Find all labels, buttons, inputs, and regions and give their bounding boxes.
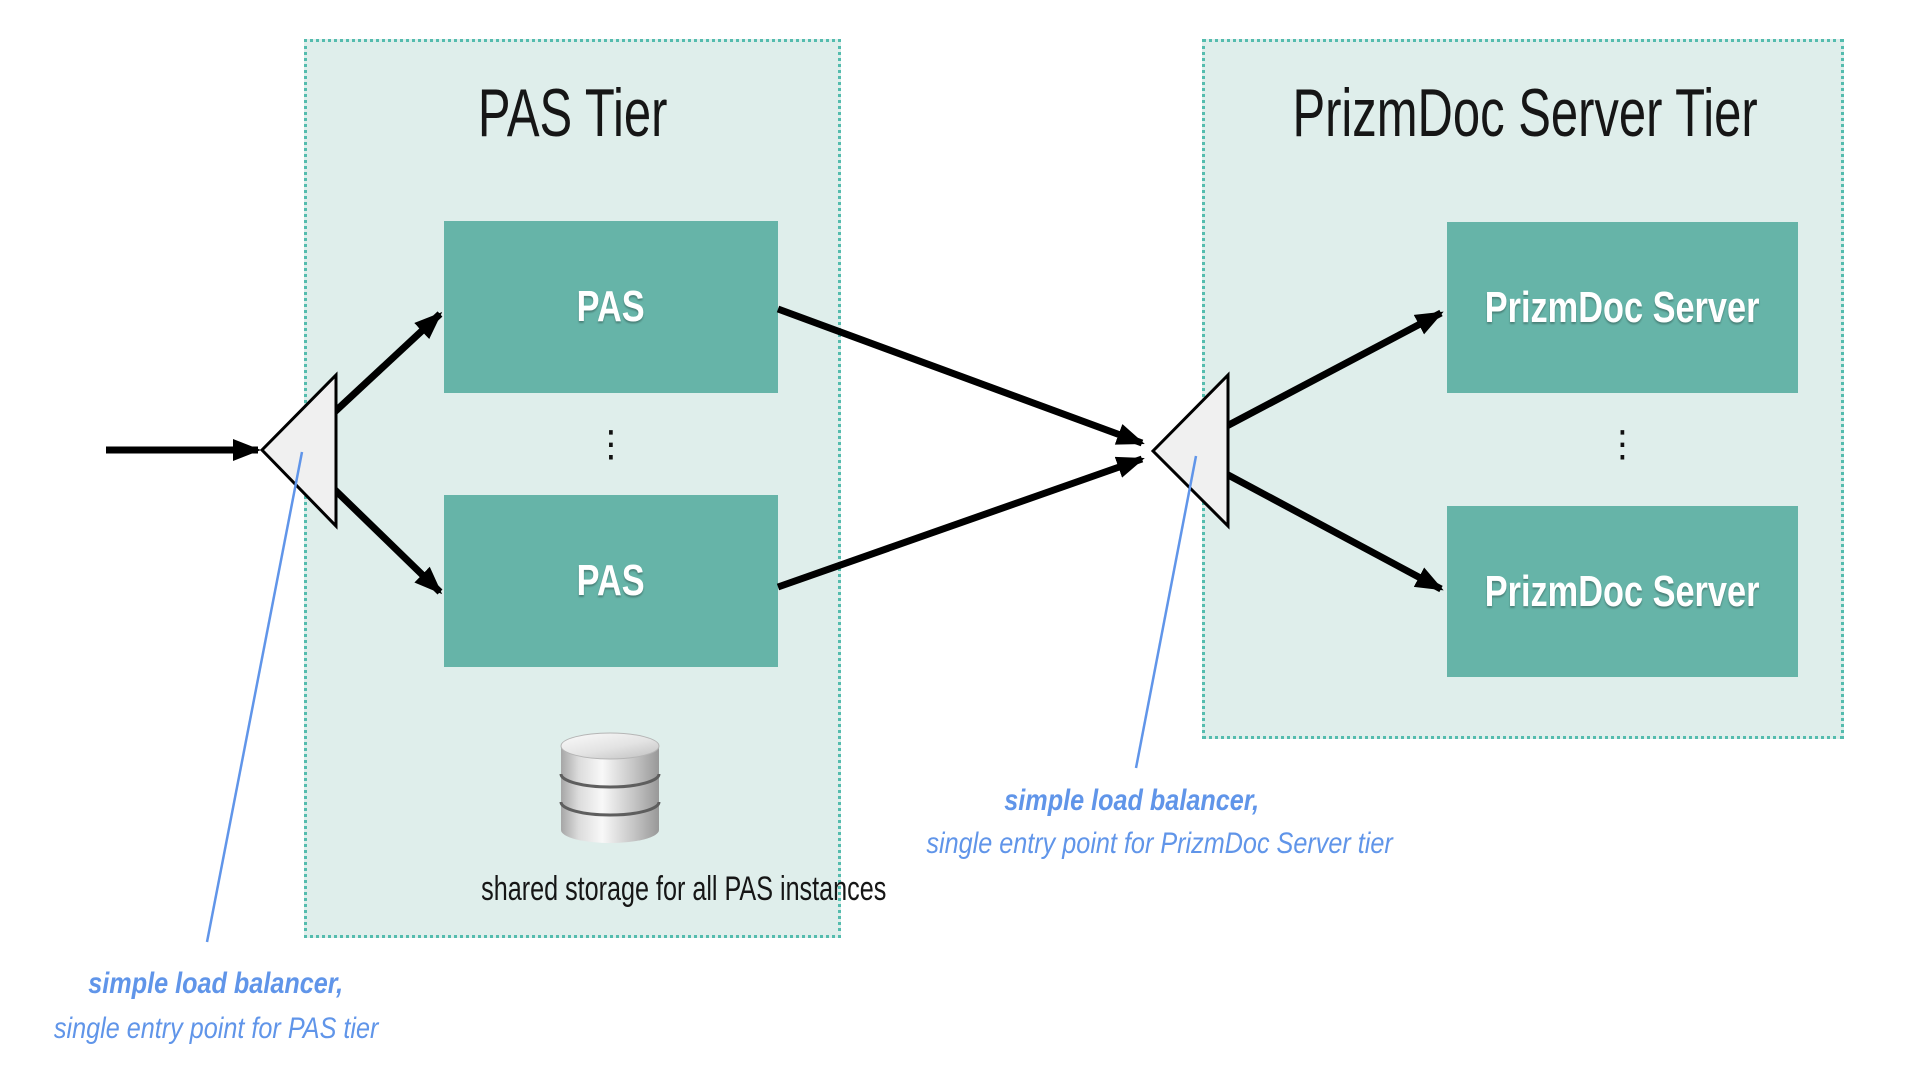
left-annotation-line2: single entry point for PAS tier xyxy=(53,1012,379,1045)
pas-node-1: PAS xyxy=(444,221,778,393)
right-annotation-line1: simple load balancer, xyxy=(1004,784,1260,817)
database-body xyxy=(561,746,659,843)
prizmdoc-tier-title: PrizmDoc Server Tier xyxy=(1202,74,1844,152)
right-annotation-leader-line xyxy=(1134,455,1198,769)
pas-node-2: PAS xyxy=(444,495,778,667)
database-divider xyxy=(559,801,661,817)
prizmdoc-tier-title-text: PrizmDoc Server Tier xyxy=(1292,75,1758,151)
pas-ellipsis: ⋮ xyxy=(593,424,629,465)
storage-caption-text: shared storage for all PAS instances xyxy=(481,870,887,908)
right-annotation: simple load balancer, single entry point… xyxy=(882,782,1392,868)
prizmdoc-server-node-2-label: PrizmDoc Server xyxy=(1485,566,1760,616)
left-annotation: simple load balancer, single entry point… xyxy=(0,964,432,1054)
left-annotation-leader-line xyxy=(205,451,304,943)
right-annotation-line2: single entry point for PrizmDoc Server t… xyxy=(926,827,1393,860)
storage-caption: shared storage for all PAS instances xyxy=(410,870,886,909)
prizmdoc-server-node-1: PrizmDoc Server xyxy=(1447,222,1798,393)
database-divider xyxy=(559,773,661,789)
pas-tier-title: PAS Tier xyxy=(304,74,841,152)
left-annotation-line1: simple load balancer, xyxy=(88,967,344,1000)
prizmdoc-server-node-2: PrizmDoc Server xyxy=(1447,506,1798,677)
database-top xyxy=(560,732,660,760)
pas-tier-title-text: PAS Tier xyxy=(477,75,668,151)
prizmdoc-server-node-1-label: PrizmDoc Server xyxy=(1485,282,1760,332)
pas-node-1-label: PAS xyxy=(576,282,646,331)
prizmdoc-ellipsis: ⋮ xyxy=(1604,424,1641,465)
database-icon xyxy=(559,732,661,843)
pas-node-2-label: PAS xyxy=(576,556,646,605)
